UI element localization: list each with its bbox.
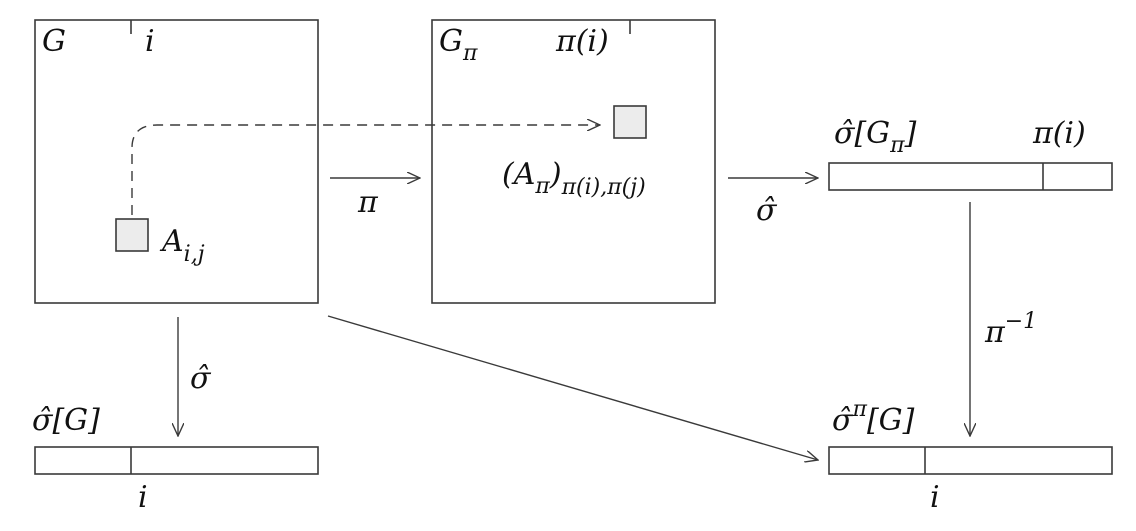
vector-sigma-g-pi-label: σ̂[Gπ] [834, 116, 917, 158]
vector-sigma-g-pi-column-label: π(i) [1032, 116, 1086, 151]
matrix-g-label: G [42, 24, 66, 59]
entry-mapping-dashed-arrow [131, 125, 600, 215]
arrow-sigma-down-label: σ̂ [190, 361, 212, 396]
matrix-g-pi-frame [431, 19, 716, 304]
vector-sigma-g-label: σ̂[G] [32, 403, 100, 438]
arrow-pi-inverse-label: π−1 [984, 309, 1037, 350]
entry-a-pi-label: (Aπ)π(i),π(j) [502, 157, 646, 200]
matrix-g-frame [34, 19, 319, 304]
matrix-g-pi-label: Gπ [439, 24, 478, 66]
arrow-diagonal [327, 315, 818, 460]
matrix-g: G i Ai,j [34, 19, 319, 304]
matrix-g-pi-column-label: π(i) [555, 24, 609, 59]
arrow-pi-label: π [357, 185, 379, 220]
vector-sigma-g-pi: σ̂[Gπ] π(i) [828, 116, 1113, 191]
entry-a-pi-cell [613, 105, 647, 139]
entry-a-ij-label: Ai,j [159, 224, 205, 267]
arrow-sigma-top-label: σ̂ [756, 193, 778, 228]
entry-a-ij-cell [115, 218, 149, 252]
matrix-g-pi: Gπ π(i) (Aπ)π(i),π(j) [431, 19, 716, 304]
vector-sigma-g-frame [34, 446, 319, 475]
vector-sigma-pi-g-frame [828, 446, 1113, 475]
vector-sigma-pi-g-column-label: i [930, 480, 940, 515]
vector-sigma-g-column-label: i [138, 480, 148, 515]
vector-sigma-pi-g-label: σ̂π[G] [832, 397, 915, 438]
vector-sigma-pi-g: σ̂π[G] i [828, 397, 1113, 515]
vector-sigma-g-pi-frame [828, 162, 1113, 191]
matrix-g-column-label: i [145, 24, 155, 59]
vector-sigma-g: σ̂[G] i [32, 403, 319, 515]
